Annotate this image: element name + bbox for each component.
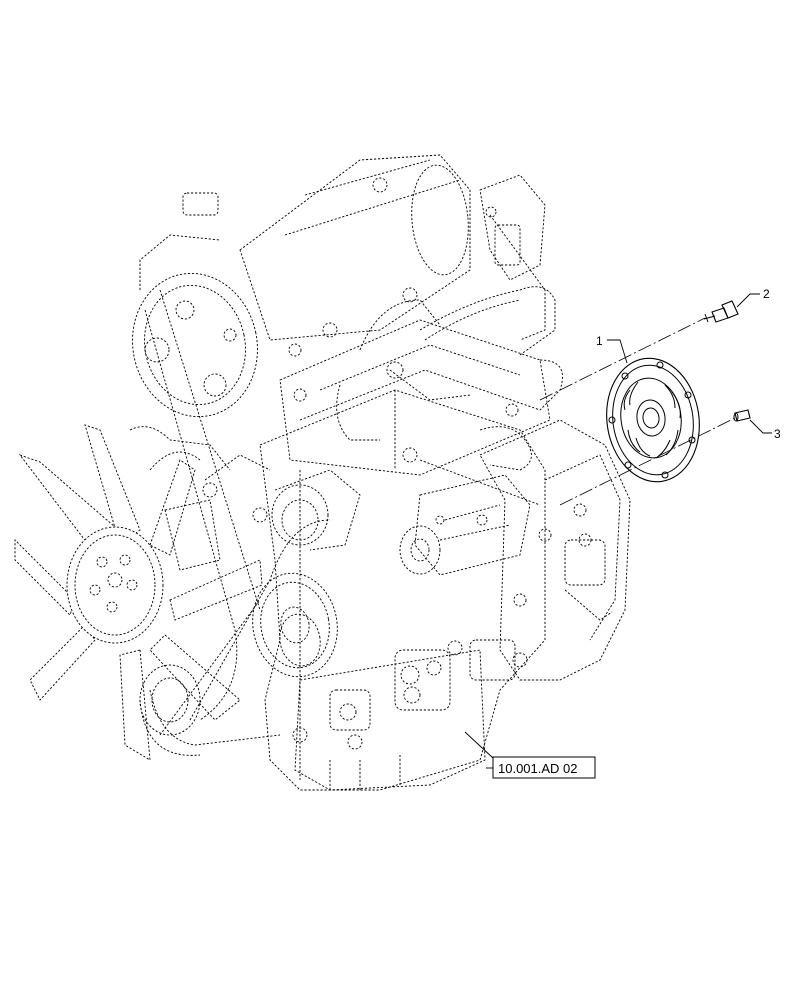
bolt-part[interactable] — [703, 300, 739, 323]
callout-1-number: 1 — [596, 334, 603, 348]
reference-link[interactable]: 10.001.AD 02 — [464, 731, 596, 779]
flex-plate-part[interactable] — [599, 352, 707, 488]
assembly-centerline-lower — [559, 417, 736, 506]
dowel-pin-part[interactable] — [733, 409, 751, 422]
callout-2: 2 — [736, 287, 770, 308]
callout-2-number: 2 — [763, 287, 770, 301]
engine-assembly — [14, 154, 631, 791]
block-bosses — [292, 639, 528, 750]
callout-1: 1 — [596, 334, 628, 364]
reference-label[interactable]: 10.001.AD 02 — [498, 761, 578, 776]
cooling-fan — [14, 424, 263, 761]
callout-3-number: 3 — [774, 427, 781, 441]
reference-box[interactable] — [492, 756, 596, 779]
assembly-centerline-upper — [539, 317, 706, 401]
callout-3: 3 — [749, 419, 781, 441]
